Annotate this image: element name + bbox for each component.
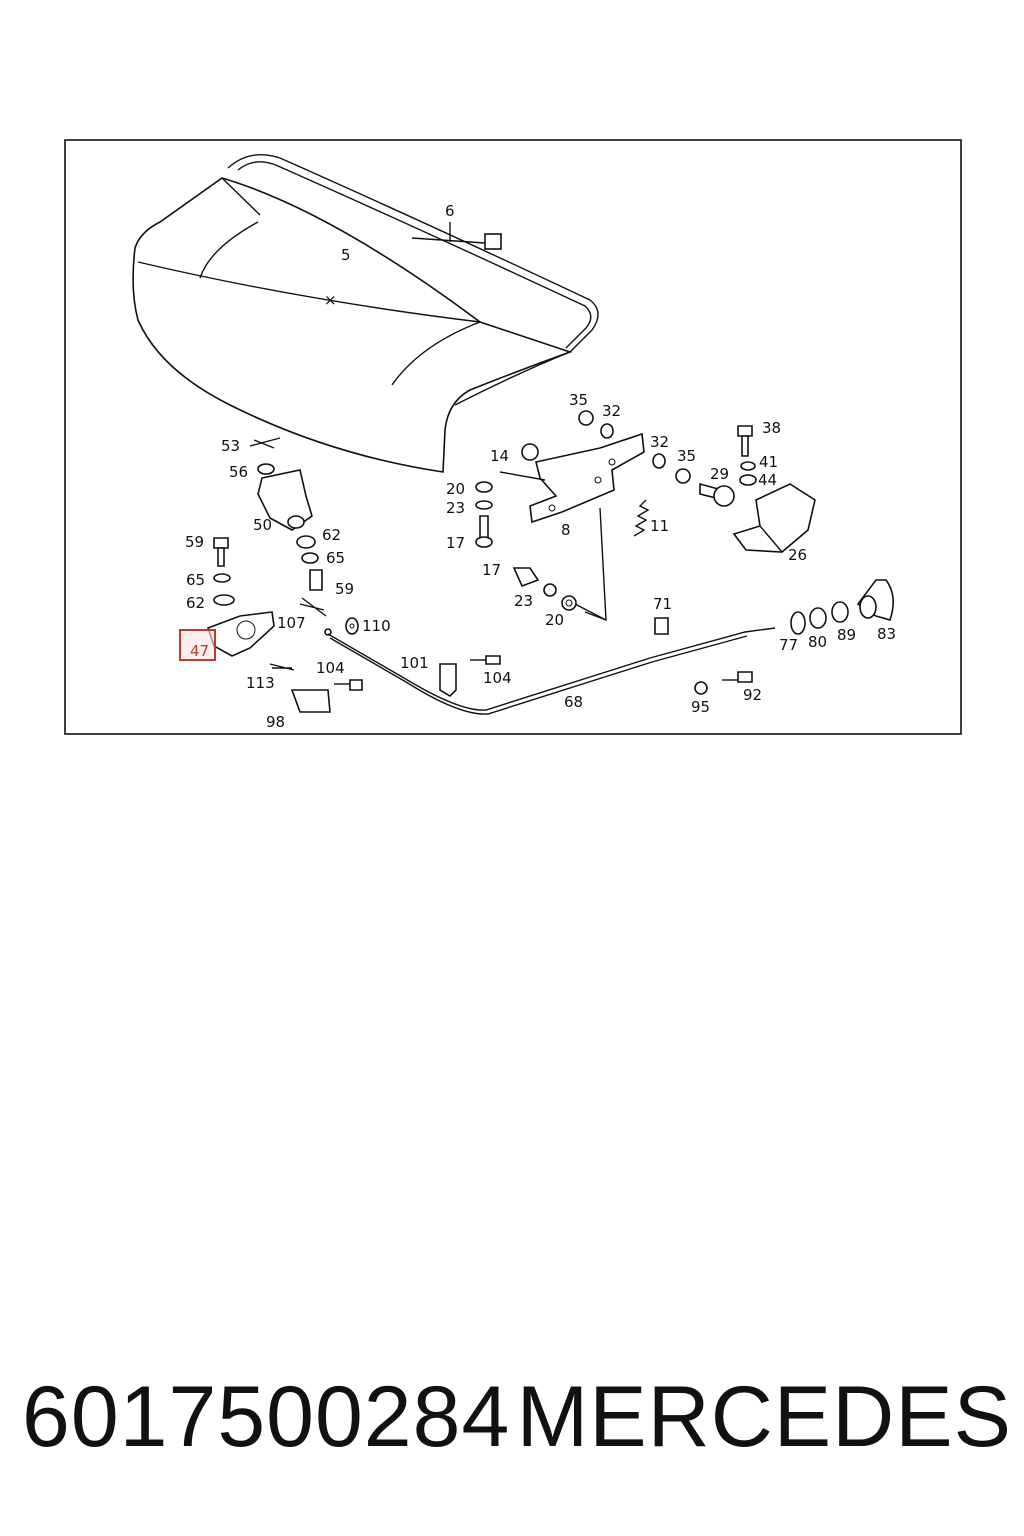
stop-block-drawing: [732, 483, 816, 553]
callout-104-a: 104: [316, 659, 345, 677]
callout-89: 89: [837, 626, 856, 644]
callout-38: 38: [762, 419, 781, 437]
callout-95: 95: [691, 698, 710, 716]
callout-62-b: 62: [186, 594, 205, 612]
callout-50: 50: [253, 516, 272, 534]
callout-98: 98: [266, 713, 285, 731]
latch-drawing: [206, 537, 359, 657]
callout-92: 92: [743, 686, 762, 704]
callout-41: 41: [759, 453, 778, 471]
callout-35-b: 35: [677, 447, 696, 465]
callout-110: 110: [362, 617, 391, 635]
callout-11: 11: [650, 517, 669, 535]
release-cable-drawing: [269, 627, 776, 715]
callout-20-a: 20: [446, 480, 465, 498]
callout-32-b: 32: [650, 433, 669, 451]
callout-20-b: 20: [545, 611, 564, 629]
callout-101: 101: [400, 654, 429, 672]
callout-80: 80: [808, 633, 827, 651]
callout-5: 5: [341, 246, 351, 264]
callout-14: 14: [490, 447, 509, 465]
callout-62-a: 62: [322, 526, 341, 544]
callout-65-a: 65: [326, 549, 345, 567]
callout-83: 83: [877, 625, 896, 643]
callout-113: 113: [246, 674, 275, 692]
trunk-lid-drawing: ×: [132, 154, 599, 473]
callout-107: 107: [277, 614, 306, 632]
callout-68: 68: [564, 693, 583, 711]
brand-name: MERCEDES: [516, 1368, 1012, 1465]
callout-17-a: 17: [446, 534, 465, 552]
highlight-box: [179, 629, 216, 661]
callout-65-b: 65: [186, 571, 205, 589]
lock-assembly-drawing: [249, 437, 323, 591]
diagram-frame: [64, 139, 962, 735]
hinge-drawing: [499, 432, 645, 622]
callout-47: 47: [190, 642, 209, 660]
seal-clip-drawing: [411, 222, 502, 250]
caption: 6017500284 MERCEDES: [22, 1362, 1012, 1472]
fastener-drawings: [475, 410, 757, 635]
callout-59-b: 59: [185, 533, 204, 551]
callout-53: 53: [221, 437, 240, 455]
svg-text:×: ×: [324, 291, 337, 309]
callout-23-a: 23: [446, 499, 465, 517]
callout-104-b: 104: [483, 669, 512, 687]
callout-26: 26: [788, 546, 807, 564]
callout-17-b: 17: [482, 561, 501, 579]
handle-drawing: [790, 579, 894, 635]
callout-56: 56: [229, 463, 248, 481]
callout-29: 29: [710, 465, 729, 483]
callout-6: 6: [445, 202, 455, 220]
callout-32-a: 32: [602, 402, 621, 420]
callout-44: 44: [758, 471, 777, 489]
callout-8: 8: [561, 521, 571, 539]
callout-23-b: 23: [514, 592, 533, 610]
callout-77: 77: [779, 636, 798, 654]
part-number: 6017500284: [22, 1368, 511, 1465]
callout-71: 71: [653, 595, 672, 613]
callout-labels: 6 5 35 32 14 32 35 38 41 44 29 20 23 17 …: [185, 202, 896, 731]
callout-35-a: 35: [569, 391, 588, 409]
callout-59-a: 59: [335, 580, 354, 598]
